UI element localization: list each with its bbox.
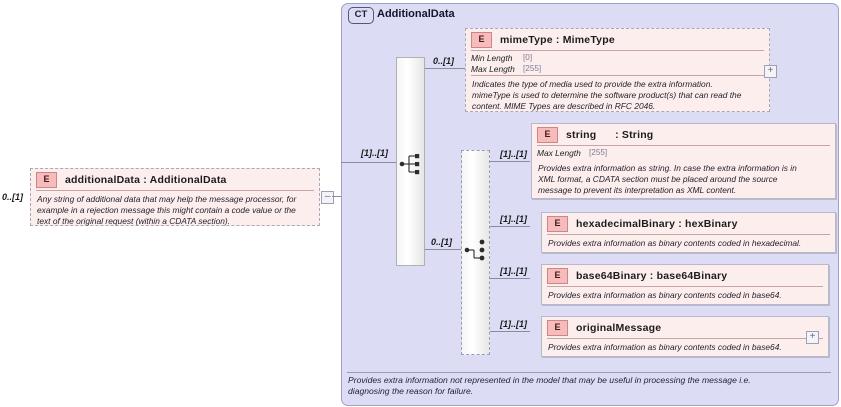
choice-in-cardinality: 0..[1] [431,237,453,247]
base64Binary-cardinality: [1]..[1] [500,266,527,276]
element-badge-icon: E [547,267,568,284]
mimeType-cardinality: 0..[1] [433,56,455,66]
complex-type-documentation: Provides extra information not represent… [348,375,751,396]
connector-sequence-to-choice [425,249,461,250]
element-name: mimeType : MimeType [500,33,615,46]
element-header: E mimeType : MimeType [466,29,769,50]
element-name: hexadecimalBinary : hexBinary [576,217,738,230]
element-header: E string : String [532,124,835,145]
element-base64Binary[interactable]: E base64Binary : base64Binary Provides e… [541,264,829,305]
sequence-compositor[interactable] [396,57,425,266]
facet-label: Max Length [471,63,515,74]
element-badge-icon: E [471,31,492,48]
complex-type-badge-icon: CT [348,7,374,24]
sequence-icon [399,154,420,175]
originalMessage-cardinality: [1]..[1] [500,319,527,329]
string-cardinality: [1]..[1] [500,149,527,159]
element-badge-icon: E [36,171,57,188]
sequence-in-cardinality: [1]..[1] [361,148,388,158]
root-element-cardinality: 0..[1] [2,192,24,202]
expand-toggle-mimeType[interactable]: + [764,65,777,78]
connector-choice-to-originalMessage [490,331,530,332]
element-documentation: Any string of additional data that may h… [37,194,297,226]
hexadecimalBinary-cardinality: [1]..[1] [500,214,527,224]
element-header: E base64Binary : base64Binary [542,265,828,286]
element-additionalData[interactable]: E additionalData : AdditionalData Any st… [30,168,320,226]
element-badge-icon: E [547,215,568,232]
element-documentation: Provides extra information as binary con… [548,342,782,352]
divider [547,338,823,339]
element-name: originalMessage [576,321,662,334]
divider [471,75,764,76]
element-documentation: Provides extra information as binary con… [548,290,782,300]
connector-choice-to-base64Binary [490,278,530,279]
element-documentation: Indicates the type of media used to prov… [472,79,742,111]
facet-label: Max Length [537,148,581,158]
element-string[interactable]: E string : String Max Length [255] Provi… [531,123,836,199]
element-originalMessage[interactable]: E originalMessage Provides extra informa… [541,316,829,357]
facet-label: Min Length [471,53,513,63]
element-header: E additionalData : AdditionalData [31,169,319,190]
element-header: E originalMessage [542,317,828,338]
facet-row: Min Length [0] [471,53,764,64]
connector-root-to-container [332,196,341,197]
connector-choice-to-hexadecimalBinary [490,226,530,227]
element-name: additionalData : AdditionalData [65,173,227,186]
facet-list: Min Length [0] Max Length [255] [466,51,769,75]
element-mimeType[interactable]: E mimeType : MimeType Min Length [0] Max… [465,28,770,112]
element-name: string : String [566,128,654,141]
element-documentation: Provides extra information as binary con… [548,238,802,248]
divider [36,190,314,191]
element-hexadecimalBinary[interactable]: E hexadecimalBinary : hexBinary Provides… [541,212,836,253]
choice-compositor[interactable] [461,150,490,355]
element-documentation: Provides extra information as string. In… [538,162,797,195]
facet-value: [255] [523,63,542,73]
element-badge-icon: E [547,319,568,336]
divider [537,145,830,146]
collapse-toggle-root[interactable]: – [321,191,334,204]
divider [471,50,764,51]
facet-value: [0] [523,53,533,62]
footer-divider [347,372,831,373]
choice-icon [464,239,485,261]
facet-list: Max Length [255] [532,146,835,160]
complex-type-title: AdditionalData [377,8,455,20]
divider [547,286,823,287]
element-header: E hexadecimalBinary : hexBinary [542,213,835,234]
facet-row: Max Length [255] [537,148,830,159]
element-name: base64Binary : base64Binary [576,269,728,282]
divider [547,234,830,235]
facet-row: Max Length [255] [471,64,764,75]
connector-choice-to-string [490,161,530,162]
expand-toggle-originalMessage[interactable]: + [806,331,819,344]
element-badge-icon: E [537,126,558,143]
facet-value: [255] [589,148,608,157]
connector-sequence-to-mimeType [425,68,465,69]
connector-into-sequence [341,162,396,163]
